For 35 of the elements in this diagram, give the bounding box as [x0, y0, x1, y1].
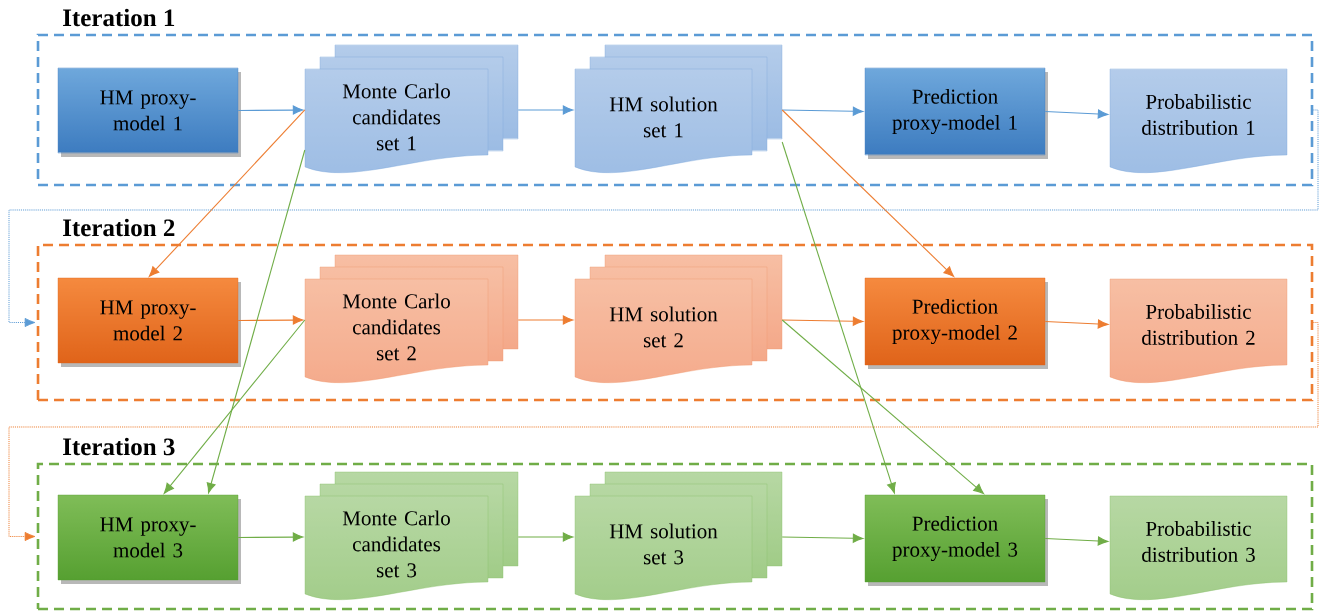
arrow: [237, 105, 304, 115]
arrow: [781, 141, 896, 494]
process-box: Prediction proxy-model 3: [864, 494, 1048, 586]
document-stack: Monte Carlo candidates set 3: [304, 471, 519, 600]
arrow: [1044, 319, 1109, 329]
arrow: [8, 109, 1319, 328]
process-box: HM proxy-model 3: [57, 494, 241, 584]
arrow: [517, 532, 574, 542]
arrow: [206, 149, 306, 494]
document-stack: HM solution set 2: [574, 254, 783, 383]
arrow: [517, 315, 574, 325]
arrow: [237, 532, 304, 542]
group-heading: Iteration 2: [63, 218, 175, 237]
document-stack: Monte Carlo candidates set 2: [304, 254, 519, 383]
process-box: Prediction proxy-model 2: [864, 277, 1048, 369]
arrow: [781, 109, 955, 277]
process-box: HM proxy-model 1: [57, 67, 241, 157]
arrow: [1044, 536, 1109, 546]
arrow: [1044, 109, 1109, 119]
arrow: [781, 533, 864, 543]
arrow: [781, 316, 864, 326]
arrow: [8, 322, 1319, 542]
process-box: HM proxy-model 2: [57, 277, 241, 367]
group-heading: Iteration 3: [63, 437, 175, 456]
arrow: [781, 319, 984, 494]
arrow: [237, 315, 304, 325]
group-heading: Iteration 1: [63, 8, 175, 27]
document-stack: Monte Carlo candidates set 1: [304, 44, 519, 173]
process-box: Prediction proxy-model 1: [864, 67, 1048, 159]
document-stack: HM solution set 3: [574, 471, 783, 600]
arrow: [148, 109, 306, 277]
arrow: [781, 106, 864, 116]
document-stack: HM solution set 1: [574, 44, 783, 173]
arrow: [517, 105, 574, 115]
arrow: [163, 319, 306, 494]
